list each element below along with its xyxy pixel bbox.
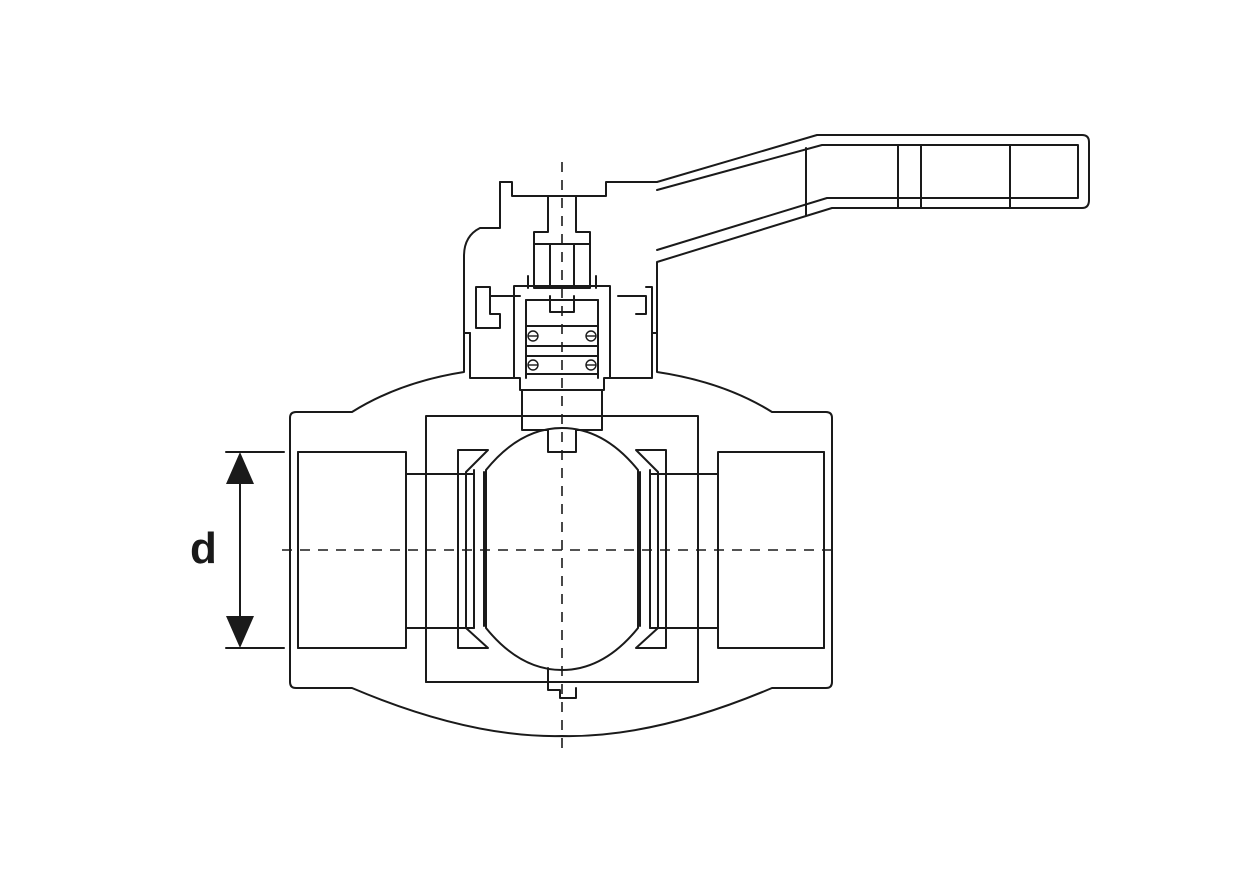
- dimension-d: d: [190, 451, 285, 649]
- valve-body: [289, 332, 833, 738]
- lever-handle: [463, 134, 1090, 334]
- seats-and-ball: [425, 427, 699, 671]
- ball: [485, 427, 639, 671]
- arrow-up-icon: [226, 452, 254, 484]
- arrow-down-icon: [226, 616, 254, 648]
- center-lines: [282, 162, 832, 748]
- dimension-label: d: [190, 524, 217, 573]
